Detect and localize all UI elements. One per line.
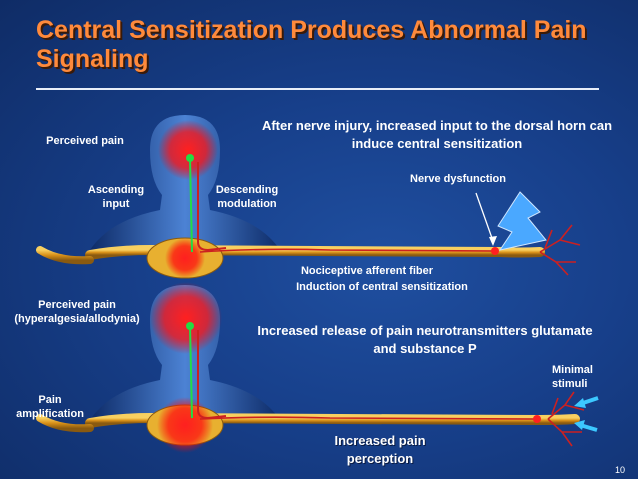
- top-perceived-pain-label: Perceived pain: [46, 135, 124, 147]
- nerve-dysfunction-pointer: [475, 192, 494, 242]
- top-heading: After nerve injury, increased input to t…: [261, 118, 613, 151]
- descending-modulation-label: Descending modulation: [215, 184, 279, 210]
- bottom-stimulus-site: [533, 415, 541, 423]
- top-dorsal-horn-glow: [165, 238, 205, 278]
- bottom-brain-pain-glow: [150, 282, 222, 354]
- top-afferent-fiber: [199, 248, 496, 253]
- bottom-figure: [36, 282, 599, 453]
- top-descending-pathway: [197, 162, 227, 252]
- page-number: 10: [614, 465, 625, 475]
- slide-title: Central Sensitization Produces Abnormal …: [36, 16, 587, 73]
- minimal-stimuli-label: Minimal stimuli: [552, 364, 593, 390]
- top-brain-node: [186, 154, 194, 162]
- bottom-afferent-fiber: [199, 416, 536, 420]
- title-divider: [36, 88, 599, 90]
- bottom-nerve-endings: [547, 391, 585, 447]
- bottom-ascending-pathway: [189, 324, 193, 419]
- top-injury-site: [491, 247, 499, 255]
- nerve-dysfunction-label: Nerve dysfunction: [410, 173, 506, 185]
- induction-label: Induction of central sensitization: [296, 281, 468, 293]
- top-figure: [36, 115, 581, 279]
- bottom-nerve-fiber-left: [36, 414, 94, 433]
- top-nerve-fiber: [85, 244, 545, 260]
- bottom-perceived-pain-label: Perceived pain (hyperalgesia/allodynia): [14, 299, 140, 325]
- nociceptive-fiber-label: Nociceptive afferent fiber: [300, 265, 434, 277]
- stimulus-arrow-icon: [574, 420, 598, 432]
- bottom-nerve-fiber: [85, 412, 580, 428]
- stimulus-arrow-icon: [574, 396, 599, 408]
- top-body-silhouette: [90, 115, 280, 250]
- top-ascending-pathway: [189, 157, 193, 253]
- pain-amplification-label: Pain amplification: [16, 394, 84, 420]
- nerve-dysfunction-pointer-head: [489, 236, 497, 246]
- top-brain-pain-glow: [158, 120, 218, 180]
- top-nerve-endings: [539, 224, 581, 276]
- bottom-heading: Increased release of pain neurotransmitt…: [257, 323, 593, 356]
- lightning-bolt-icon: [497, 191, 547, 251]
- bottom-brain-node: [186, 322, 194, 330]
- ascending-input-label: Ascending input: [87, 184, 145, 210]
- increased-perception-label: Increased pain perception: [334, 433, 426, 466]
- top-nerve-fiber-left: [36, 246, 94, 265]
- bottom-dorsal-horn-glow: [157, 397, 213, 453]
